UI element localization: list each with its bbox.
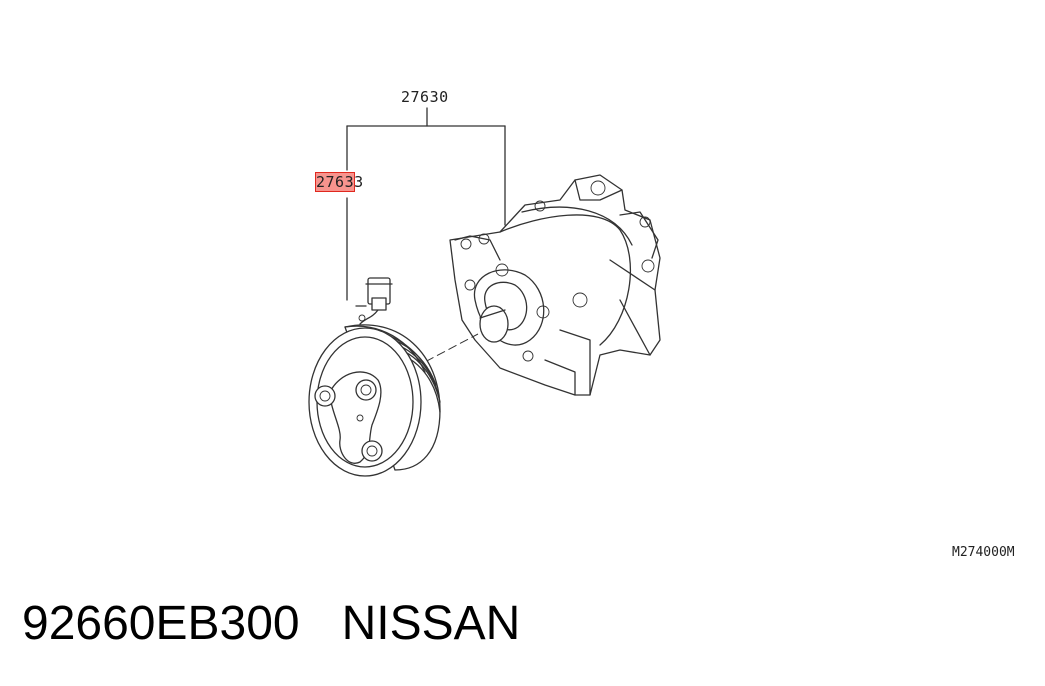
callout-27633: 27633 — [315, 172, 364, 192]
clutch-pulley — [308, 324, 441, 477]
callout-rest: 3 — [354, 173, 364, 191]
callout-27630: 27630 — [401, 88, 449, 106]
callout-highlight: 2763 — [315, 172, 356, 192]
clutch-connector — [355, 277, 393, 325]
footer-caption: 92660EB300 NISSAN — [22, 596, 520, 651]
leader-lines — [346, 107, 506, 301]
brand-name: NISSAN — [341, 597, 521, 650]
compressor-body — [449, 174, 661, 396]
diagram-code: M274000M — [952, 545, 1015, 560]
part-number: 92660EB300 — [22, 597, 300, 650]
